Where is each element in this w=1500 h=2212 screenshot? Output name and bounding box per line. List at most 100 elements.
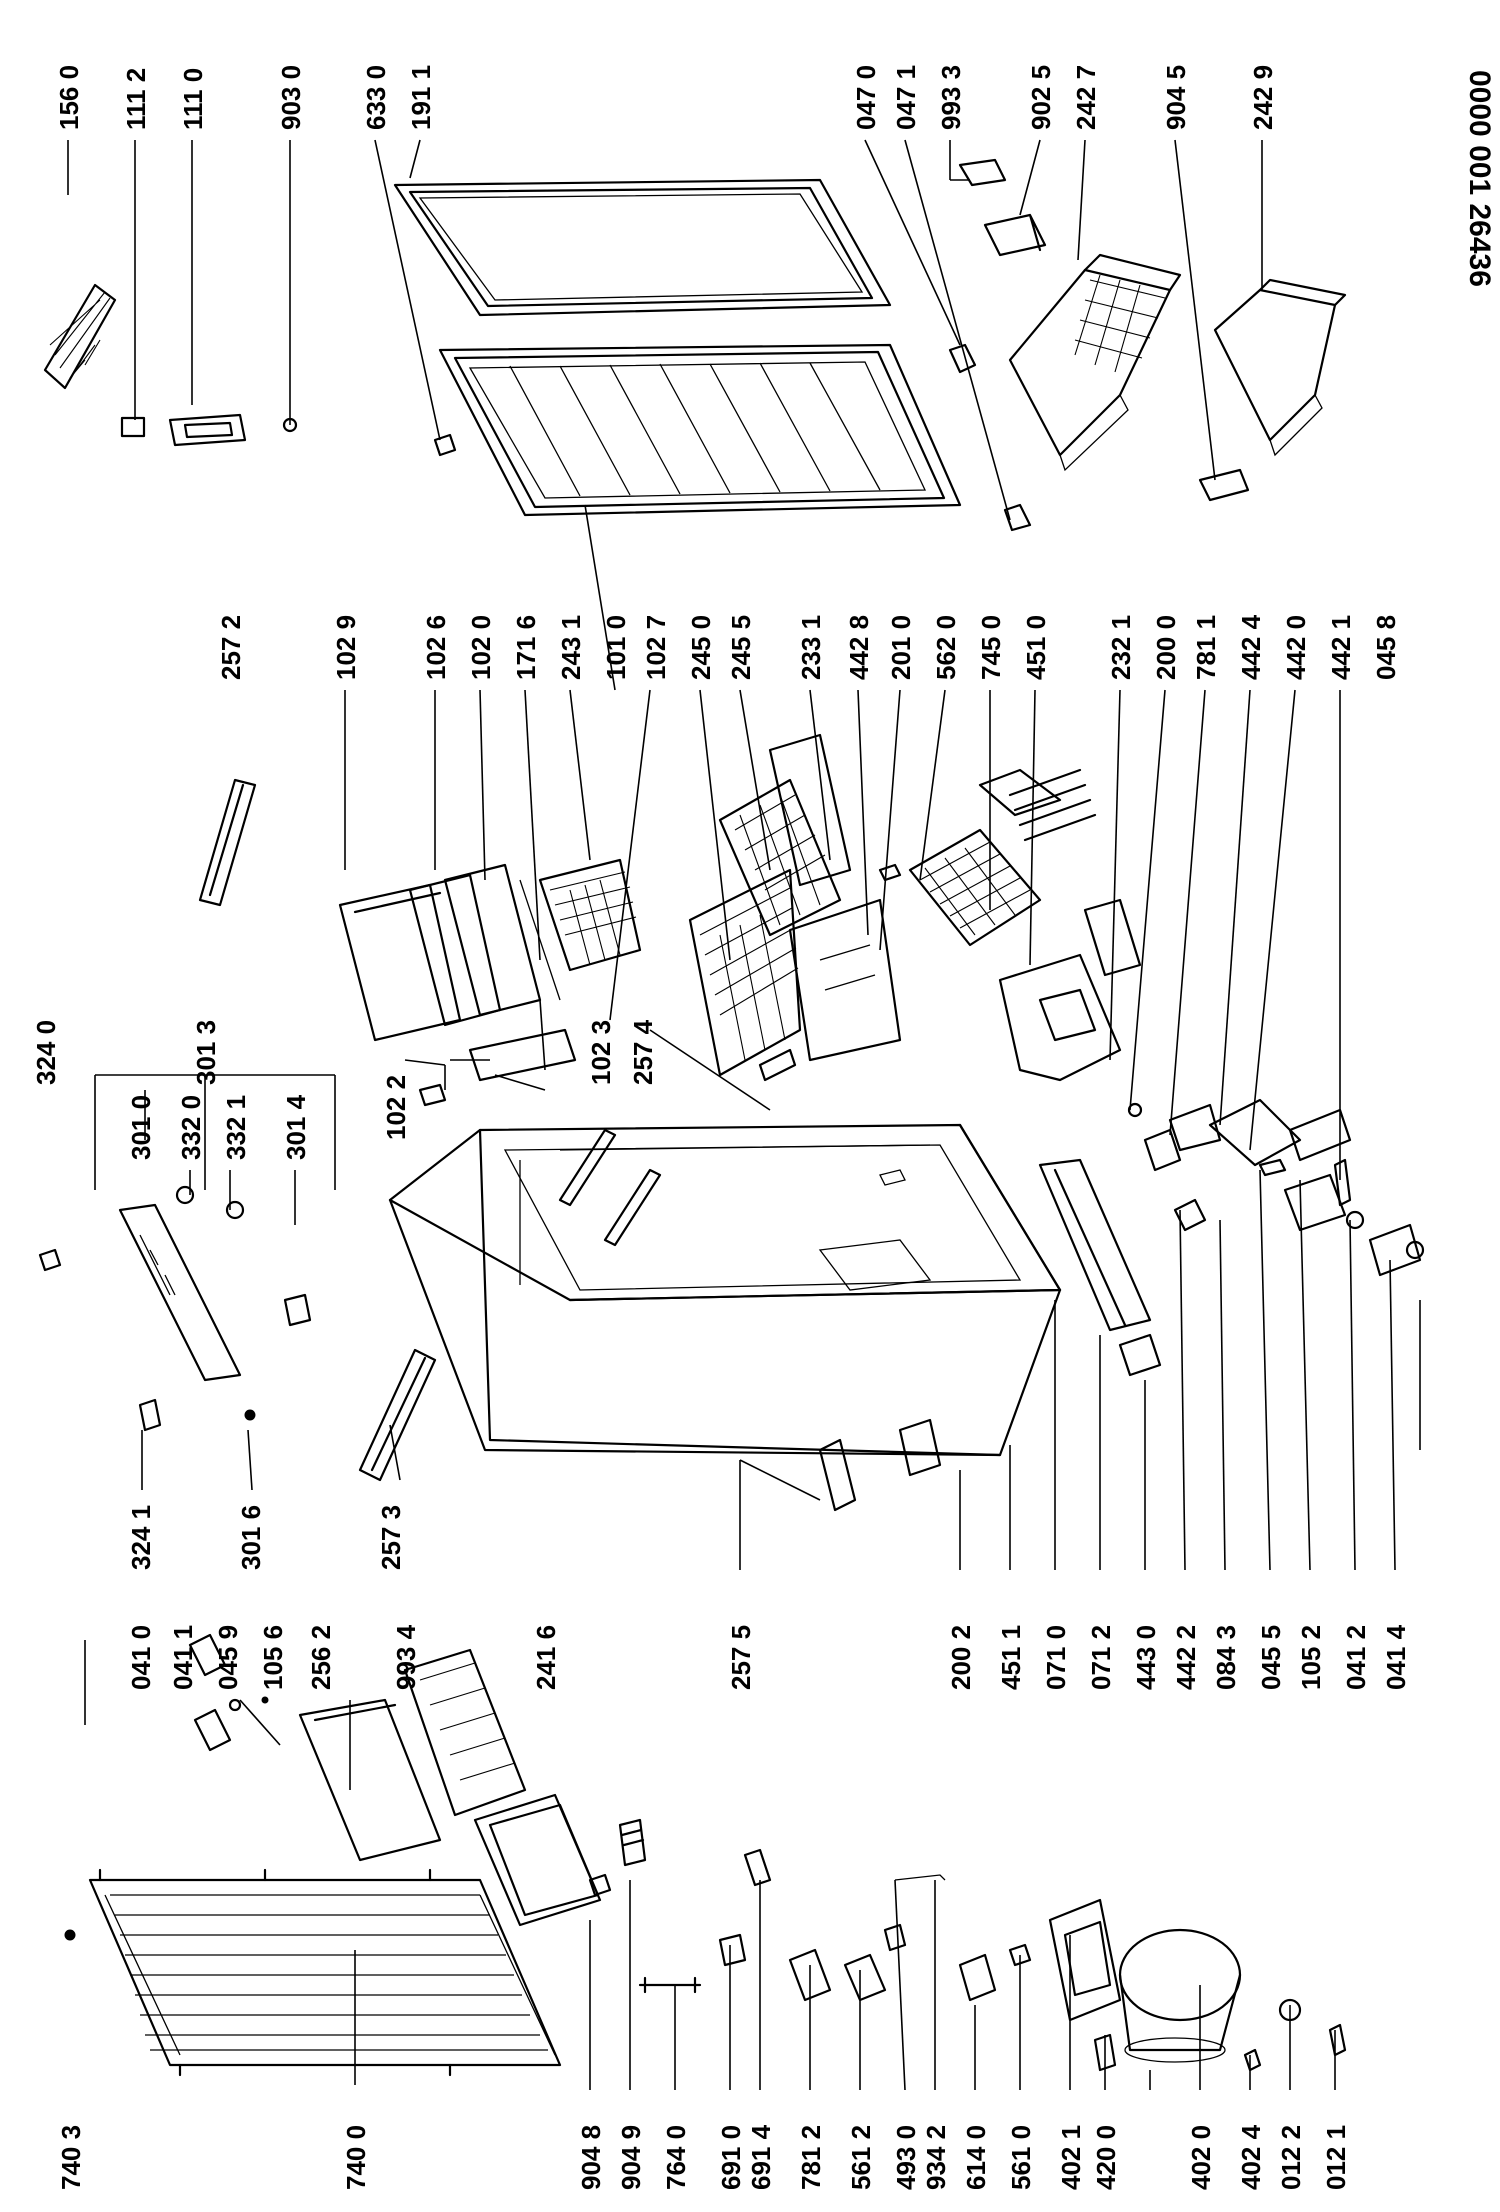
cover-plug-part [38,1248,62,1272]
part-label: 402 1 [1056,2125,1086,2190]
part-label: 191 1 [406,65,436,130]
mounting-pin-part [1328,2023,1347,2057]
evaporator-cover-part [788,898,902,1062]
hinge-lower-part [1143,1128,1182,1172]
sensor-part [878,863,902,882]
door-hinge-part [1168,1103,1222,1152]
evaporator-part [908,828,1042,947]
part-label: 691 4 [746,2124,776,2190]
foot-part [1345,1210,1365,1230]
hinge-cap-part [948,343,977,374]
part-label: 442 2 [1171,1625,1201,1690]
part-label: 301 3 [191,1020,221,1085]
part-label: 443 0 [1131,1625,1161,1690]
start-relay-part [843,1953,887,2002]
drawer-stopper-part [1198,468,1250,502]
label-plate-part [958,158,1007,187]
part-label: 047 1 [891,65,921,130]
relay-cover-part [883,1923,907,1952]
hinge-cover-part [193,1708,232,1752]
rail-upper-part [198,778,257,907]
part-label: 332 0 [176,1095,206,1160]
tray-clip-part [588,1873,612,1897]
freezer-drawer-lower-part [1213,278,1347,457]
part-label: 993 3 [936,65,966,130]
filter-drier-part [638,1976,702,1994]
part-label: 257 5 [726,1625,756,1690]
lamp-holder-part [283,1293,312,1327]
part-label: 561 2 [846,2125,876,2190]
part-label: 257 2 [216,615,246,680]
part-label: 301 4 [281,1094,311,1160]
part-label: 012 2 [1276,2125,1306,2190]
part-label: 301 0 [126,1095,156,1160]
hinge-bracket-part [1208,1098,1302,1167]
part-label: 233 1 [796,615,826,680]
screw-part [244,1409,256,1421]
spring-part [618,1818,647,1867]
part-label: 442 0 [1281,615,1311,680]
part-label: 045 5 [1256,1625,1286,1690]
part-label: 102 3 [586,1020,616,1085]
overload-part [788,1948,832,2002]
part-label: 904 5 [1161,65,1191,130]
crisper-cover-part [768,733,852,887]
part-label: 012 1 [1321,2125,1351,2190]
part-label: 071 2 [1086,1625,1116,1690]
parts-artwork [38,158,1425,2077]
part-label: 102 2 [381,1075,411,1140]
part-label: 041 1 [168,1625,198,1690]
part-label: 903 0 [276,65,306,130]
part-label: 201 0 [886,615,916,680]
light-housing-part [998,953,1122,1082]
foot-bracket-part [1283,1173,1347,1232]
cover-plate-part [1118,1333,1162,1377]
part-label: 111 0 [178,68,208,130]
cabinet-part [388,1123,1062,1457]
part-label: 633 0 [361,65,391,130]
shelf-rail-part [468,1028,577,1082]
part-label: 493 0 [891,2125,921,2190]
part-label: 200 2 [946,1625,976,1690]
part-label: 041 2 [1341,1625,1371,1690]
insulation-part [978,768,1062,817]
part-label: 561 0 [1006,2125,1036,2190]
part-label: 934 2 [921,2125,951,2190]
part-label: 084 3 [1211,1625,1241,1690]
part-label: 442 4 [1236,614,1266,680]
part-label: 041 4 [1381,1624,1411,1690]
part-label: 241 6 [531,1625,561,1690]
part-label: 904 8 [576,2125,606,2190]
door-part [438,343,962,517]
part-label: 902 5 [1026,65,1056,130]
part-label: 420 0 [1091,2125,1121,2190]
wire-part [894,1874,946,1881]
thermostat-cover-part [168,413,247,447]
rivet-part [261,1696,269,1704]
part-label: 451 1 [996,1625,1026,1690]
thermostat-housing-part [1083,898,1142,977]
part-label: 071 0 [1041,1625,1071,1690]
rail-left-part [358,1348,437,1482]
part-label: 101 0 [601,615,631,680]
part-label: 740 3 [56,2125,86,2190]
evaporator-detail-part [819,944,876,991]
part-label: 301 6 [236,1505,266,1570]
compressor-box-part [1048,1898,1122,2022]
small-clip-part [418,1083,447,1107]
knob-part [175,1185,195,1205]
part-label: 781 1 [1191,615,1221,680]
part-label: 243 1 [556,615,586,680]
knob-lower-part [225,1200,245,1220]
part-label: 614 0 [961,2125,991,2190]
part-label: 105 6 [258,1625,288,1690]
part-label: 245 5 [726,615,756,680]
part-label: 102 9 [331,615,361,680]
wire-shelf-part [718,778,842,937]
terminal-cover-part [1008,1943,1032,1967]
kickplate-part [1038,1158,1152,1332]
part-label: 402 0 [1186,2125,1216,2190]
part-label: 245 0 [686,615,716,680]
washer-part [228,1698,242,1712]
